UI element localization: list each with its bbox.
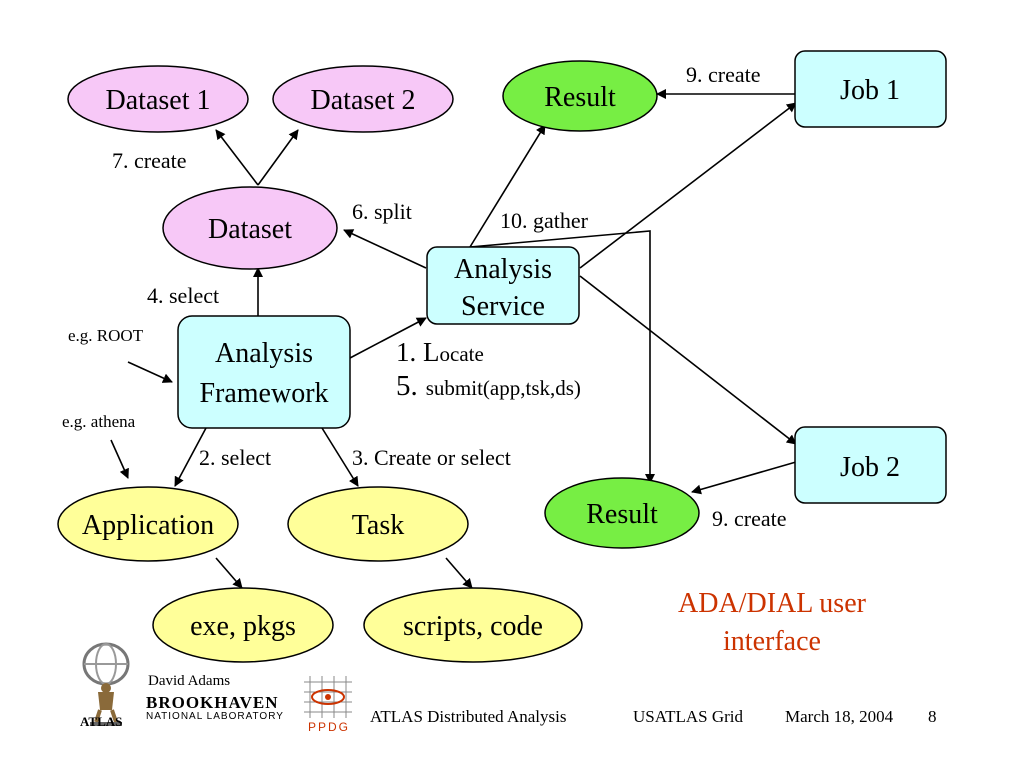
author: David Adams <box>148 673 231 689</box>
label-select-2: 2. select <box>199 445 271 470</box>
arrow-task-to-scripts <box>445 557 473 589</box>
node-shape <box>67 65 249 133</box>
label-locate-1: 1. Locate <box>396 337 484 367</box>
footer-title: ATLAS Distributed Analysis <box>370 707 567 726</box>
label-eg-athena: e.g. athena <box>62 412 136 431</box>
node-application: Application <box>57 486 239 562</box>
arrow-framework-to-task <box>321 427 359 487</box>
node-result-bottom: Result <box>544 477 700 549</box>
arrow-root-to-framework <box>127 361 173 383</box>
connectors <box>110 89 797 589</box>
node-label: Dataset 1 <box>106 85 211 116</box>
node-shape <box>426 246 580 325</box>
label-locate-rest: ocate <box>440 342 484 366</box>
footer-venue: USATLAS Grid <box>633 707 744 726</box>
node-shape <box>502 60 658 132</box>
node-shape <box>363 587 583 663</box>
label-gather-10: 10. gather <box>500 208 589 233</box>
arrow-framework-to-service <box>349 317 427 359</box>
arrow-athena-to-application <box>110 439 129 479</box>
node-shape <box>794 426 947 504</box>
node-label: Task <box>352 510 404 541</box>
arrow-service-gather-to-result-bottom <box>469 230 655 484</box>
node-shape <box>162 186 338 270</box>
label-locate-num: 1. L <box>396 337 440 367</box>
label-submit-5: 5. submit(app,tsk,ds) <box>396 370 581 402</box>
node-result-top: Result <box>502 60 658 132</box>
bnl-logo: BROOKHAVEN NATIONAL LABORATORY <box>146 693 306 733</box>
arrow-dataset-to-dataset2 <box>257 129 299 186</box>
node-label-line1: Analysis <box>454 254 552 285</box>
node-shape <box>287 486 469 562</box>
node-shape <box>152 587 334 663</box>
arrow-service-to-job1 <box>579 102 797 269</box>
page-number: 8 <box>928 707 937 726</box>
label-create-9-bottom: 9. create <box>712 506 787 531</box>
node-shape <box>794 50 947 128</box>
node-label: exe, pkgs <box>190 611 296 642</box>
ppdg-logo-text: PPDG <box>308 720 351 734</box>
node-label: Result <box>586 499 658 530</box>
node-label: scripts, code <box>403 611 543 642</box>
node-job1: Job 1 <box>794 50 947 128</box>
bnl-logo-line1: BROOKHAVEN <box>146 693 279 712</box>
node-shape <box>544 477 700 549</box>
label-select-4: 4. select <box>147 283 219 308</box>
arrow-service-to-result-top <box>469 124 546 248</box>
arrow-job2-to-result-bottom <box>691 461 797 495</box>
node-label: Dataset 2 <box>311 85 416 116</box>
arrow-service-to-job2 <box>579 275 797 445</box>
atlas-logo-text: ATLAS <box>80 714 123 729</box>
node-label: Job 1 <box>840 75 900 106</box>
node-label: Result <box>544 82 616 113</box>
node-analysis-service: Analysis Service <box>426 246 580 325</box>
node-shape <box>177 315 351 429</box>
caption: ADA/DIAL user interface <box>678 588 867 657</box>
ppdg-grid-icon <box>304 676 352 718</box>
node-dataset1: Dataset 1 <box>67 65 249 133</box>
caption-line1: ADA/DIAL user <box>678 588 867 619</box>
arrow-application-to-exe <box>215 557 243 589</box>
node-analysis-framework: Analysis Framework <box>177 315 351 429</box>
bnl-logo-line2: NATIONAL LABORATORY <box>146 711 284 722</box>
footer-date: March 18, 2004 <box>785 707 894 726</box>
label-submit-num: 5. <box>396 370 418 402</box>
node-label: Job 2 <box>840 452 900 483</box>
node-exe-pkgs: exe, pkgs <box>152 587 334 663</box>
node-task: Task <box>287 486 469 562</box>
arrow-dataset-to-dataset1 <box>215 129 259 186</box>
node-scripts-code: scripts, code <box>363 587 583 663</box>
label-split-6: 6. split <box>352 199 412 224</box>
edge-labels: 7. create 6. split 10. gather 9. create … <box>62 62 787 531</box>
node-shape <box>272 65 454 133</box>
node-label: Application <box>82 510 214 541</box>
arrow-service-to-dataset <box>343 229 427 269</box>
label-create-9-top: 9. create <box>686 62 761 87</box>
label-create-or-select-3: 3. Create or select <box>352 445 511 470</box>
atlas-figure-icon <box>82 642 130 726</box>
caption-line2: interface <box>723 626 821 657</box>
node-label: Dataset <box>208 214 292 245</box>
label-create-7: 7. create <box>112 148 187 173</box>
node-label-line1: Analysis <box>215 338 313 369</box>
node-dataset2: Dataset 2 <box>272 65 454 133</box>
atlas-logo: ATLAS <box>76 640 136 732</box>
node-label-line2: Framework <box>199 378 328 409</box>
ppdg-logo: PPDG <box>300 672 356 736</box>
label-submit-rest: submit(app,tsk,ds) <box>426 376 581 400</box>
node-label-line2: Service <box>461 291 545 322</box>
label-eg-root: e.g. ROOT <box>68 326 144 345</box>
node-dataset: Dataset <box>162 186 338 270</box>
arrow-framework-to-application <box>174 427 207 487</box>
node-shape <box>57 486 239 562</box>
node-job2: Job 2 <box>794 426 947 504</box>
